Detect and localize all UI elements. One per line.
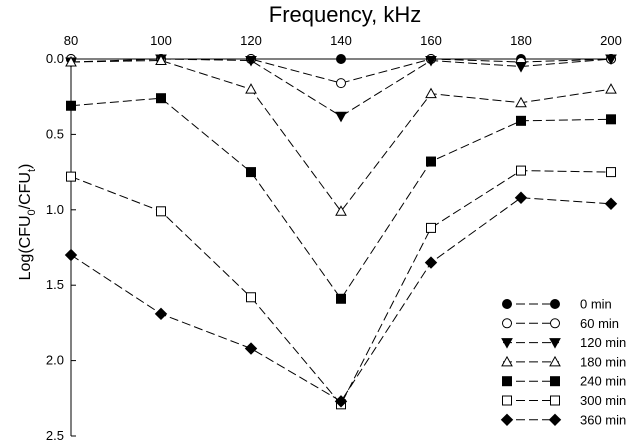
legend-marker xyxy=(502,299,512,309)
legend-label: 60 min xyxy=(580,316,619,331)
data-point xyxy=(425,56,437,67)
series-group xyxy=(65,54,617,216)
x-axis-ticks: 80 100 120 140 160 180 200 xyxy=(64,33,622,64)
legend-item: 180 min xyxy=(501,354,626,369)
data-point xyxy=(514,191,528,204)
x-tick-label: 160 xyxy=(420,33,442,48)
data-point xyxy=(516,165,526,176)
legend-item: 120 min xyxy=(501,335,626,350)
data-point xyxy=(515,62,527,73)
legend-label: 0 min xyxy=(580,297,612,312)
data-point xyxy=(424,256,438,269)
series-group xyxy=(66,93,616,304)
data-point xyxy=(334,395,348,408)
legend-marker xyxy=(548,413,562,427)
series-layer xyxy=(64,54,618,410)
data-point xyxy=(516,115,526,126)
data-point xyxy=(155,54,167,66)
legend-marker xyxy=(501,355,513,367)
legend-item: 360 min xyxy=(500,412,626,427)
data-point xyxy=(245,83,257,94)
legend-item: 300 min xyxy=(502,393,626,408)
x-tick-label: 140 xyxy=(330,33,352,48)
y-axis-label: Log(CFU0/CFUt) xyxy=(17,164,38,281)
data-point xyxy=(66,100,76,111)
data-point xyxy=(246,167,256,178)
data-point xyxy=(156,93,166,104)
data-point xyxy=(335,111,347,123)
data-point xyxy=(64,248,78,262)
legend-marker xyxy=(502,318,512,329)
data-point xyxy=(336,78,346,89)
legend-label: 120 min xyxy=(580,335,626,350)
x-tick-label: 200 xyxy=(600,33,622,48)
legend-marker xyxy=(550,299,560,309)
data-point xyxy=(65,55,77,67)
x-tick-label: 80 xyxy=(64,33,78,48)
data-point xyxy=(246,292,256,303)
legend-label: 240 min xyxy=(580,374,626,389)
data-point xyxy=(515,96,527,108)
legend-item: 240 min xyxy=(502,374,626,389)
legend-marker xyxy=(500,413,514,427)
x-tick-label: 100 xyxy=(150,33,172,48)
data-point xyxy=(606,114,616,125)
y-tick-label: 2.0 xyxy=(46,353,64,368)
legend-label: 360 min xyxy=(580,412,626,427)
y-axis-label-subt: t xyxy=(26,169,38,172)
data-point xyxy=(245,56,257,67)
y-axis-ticks: 0.0 0.5 1.0 1.5 2.0 2.5 xyxy=(46,51,76,440)
legend-marker xyxy=(550,376,560,387)
legend-marker xyxy=(550,318,560,329)
y-axis-label-mid: /CFU xyxy=(17,172,34,209)
data-point xyxy=(426,156,436,167)
data-point xyxy=(156,206,166,217)
data-point xyxy=(605,54,617,66)
legend-marker xyxy=(549,338,561,349)
series-group xyxy=(65,54,617,123)
y-tick-label: 0.5 xyxy=(46,126,64,141)
y-tick-label: 1.0 xyxy=(46,202,64,217)
y-tick-label: 2.5 xyxy=(46,428,64,440)
chart-title: Frequency, kHz xyxy=(269,2,421,27)
data-point xyxy=(66,171,76,182)
y-tick-label: 0.0 xyxy=(46,51,64,66)
data-point xyxy=(604,197,618,210)
legend-marker xyxy=(502,376,512,387)
legend-marker xyxy=(502,395,512,406)
legend-label: 180 min xyxy=(580,354,626,369)
x-tick-label: 180 xyxy=(510,33,532,48)
x-tick-label: 120 xyxy=(240,33,262,48)
y-axis-label-suffix: ) xyxy=(17,164,34,169)
data-point xyxy=(426,222,436,233)
legend-marker xyxy=(550,395,560,406)
data-point xyxy=(154,307,168,321)
data-point xyxy=(336,293,346,304)
legend-label: 300 min xyxy=(580,393,626,408)
data-point xyxy=(425,87,437,99)
y-axis-label-prefix: Log(CFU xyxy=(17,215,34,280)
series-group xyxy=(64,191,618,408)
y-axis-label-sub0: 0 xyxy=(26,209,38,215)
legend: 0 min 60 min 120 min 180 min 240 min 300 min 3… xyxy=(500,297,626,427)
y-tick-label: 1.5 xyxy=(46,277,64,292)
series-group xyxy=(66,165,616,410)
legend-item: 0 min xyxy=(502,297,612,312)
data-point xyxy=(605,83,617,94)
data-point xyxy=(244,342,258,355)
data-point xyxy=(335,205,347,216)
legend-marker xyxy=(549,355,561,367)
data-point xyxy=(606,167,616,178)
legend-marker xyxy=(501,338,513,349)
legend-item: 60 min xyxy=(502,316,619,331)
data-point xyxy=(336,54,346,64)
